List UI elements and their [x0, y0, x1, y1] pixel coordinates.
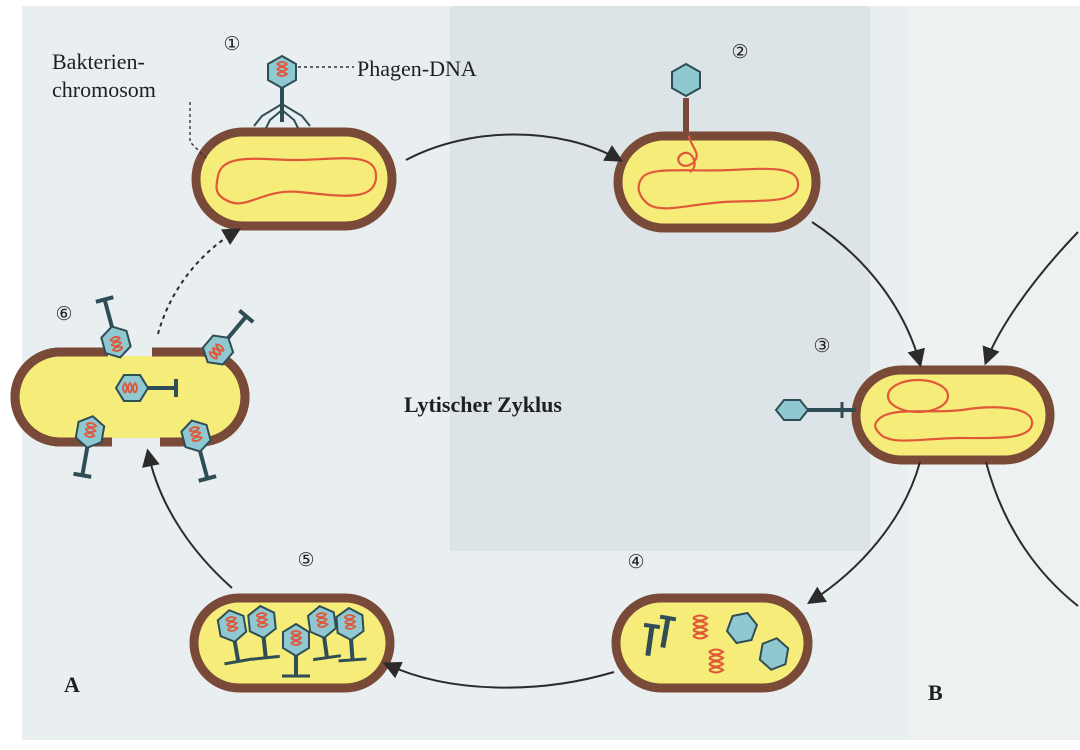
chromosome-label-line1: Bakterien- [52, 49, 145, 74]
step-2-number: ② [731, 41, 748, 63]
empty-phage-coat [774, 399, 856, 421]
step-3-number: ③ [813, 335, 830, 357]
bacterial-chromosome [637, 167, 800, 210]
cell-4-synthesis [611, 593, 813, 693]
arrow-6-to-1 [157, 228, 242, 335]
diagram-title: Lytischer Zyklus [404, 392, 562, 417]
cell-2-injection [613, 62, 821, 233]
step-5-number: ⑤ [297, 549, 314, 571]
chromosome-label-line2: chromosom [52, 77, 156, 102]
injected-dna [677, 131, 698, 173]
arrow-5-to-6 [142, 448, 233, 589]
panel-b-label: B [928, 680, 943, 705]
cell-6-lysis [10, 294, 259, 484]
arrow-3-to-4 [806, 461, 921, 604]
cell-1-attachment [189, 54, 397, 231]
step-1-number: ① [223, 33, 240, 55]
step-4-number: ④ [627, 551, 644, 573]
arrow-in-from-b [982, 231, 1079, 366]
bacterial-chromosome [215, 157, 378, 205]
phage-injecting [671, 62, 701, 136]
cell-5-assembly [189, 593, 395, 693]
arrow-out-to-b [985, 461, 1079, 607]
arrow-2-to-3 [811, 221, 925, 368]
background-shade [450, 6, 870, 551]
chromosome-label: Bakterien- chromosom [52, 48, 156, 104]
cell-3-replication [774, 365, 1055, 465]
panel-a-label: A [64, 672, 80, 697]
phage-dna-label: Phagen-DNA [357, 56, 477, 81]
phage-attaching [253, 54, 311, 129]
arrow-4-to-5 [382, 661, 615, 689]
step-6-number: ⑥ [55, 303, 72, 325]
chromosome-leader [189, 102, 207, 159]
arrow-1-to-2 [405, 133, 624, 162]
bacterial-chromosome [874, 406, 1034, 442]
